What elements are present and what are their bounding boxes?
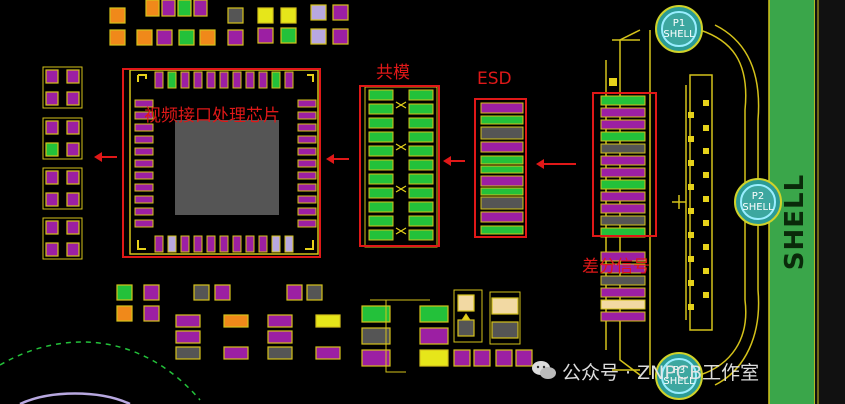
via-p2-name: P2 — [751, 191, 765, 202]
diff-signal-annotation-box — [592, 92, 657, 237]
shell-vertical-label: SHELL — [780, 173, 810, 271]
bottom-components — [116, 284, 533, 367]
esd-label: ESD — [477, 69, 512, 89]
wechat-icon — [531, 358, 557, 382]
diff-signal-label: 差分信号 — [582, 257, 650, 277]
chip-left-pins — [134, 99, 154, 228]
common-mode-annotation-box — [359, 85, 440, 247]
via-p1-sub: SHELL — [663, 29, 695, 40]
chip-top-pins — [154, 71, 294, 89]
chip-body — [175, 120, 279, 215]
left-pad-column — [45, 69, 80, 257]
arrow-to-esd — [536, 159, 576, 169]
watermark-text: 公众号 · ZNPCB工作室 — [562, 362, 760, 384]
chip-bottom-pins — [154, 235, 294, 253]
chip-right-pins — [297, 99, 317, 228]
arrow-to-chip — [326, 154, 349, 164]
via-p1-name: P1 — [672, 18, 686, 29]
esd-array — [480, 102, 524, 235]
connector-pins — [609, 78, 709, 310]
esd-annotation-box — [474, 98, 527, 238]
common-mode-label: 共模 — [376, 63, 410, 83]
arrow-to-left-pads — [94, 152, 117, 162]
arrow-to-common-mode — [443, 156, 465, 166]
via-p3-sub: SHELL — [663, 376, 695, 387]
via-p3-name: P3 — [672, 365, 686, 376]
differential-pads — [600, 95, 646, 322]
top-components — [109, 0, 349, 46]
common-mode-chokes — [364, 86, 438, 248]
chip-annotation-box — [122, 68, 321, 258]
chip-label: 视频接口处理芯片 — [144, 106, 280, 126]
via-p2-sub: SHELL — [742, 202, 774, 213]
